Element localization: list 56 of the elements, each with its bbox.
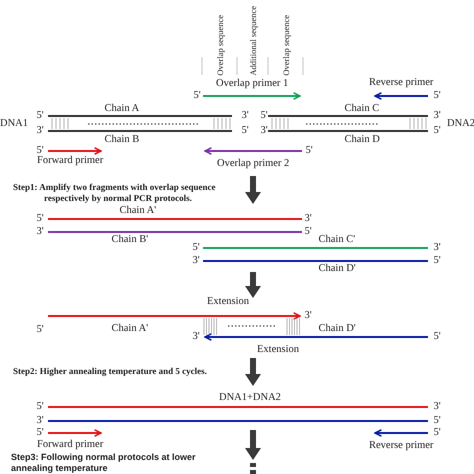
strand-label: 5'	[36, 110, 44, 122]
region-label: Additional sequence	[248, 6, 258, 76]
strand-label: 3'	[304, 213, 312, 225]
strand-label: 3'	[36, 125, 44, 137]
strand-label: 5'	[434, 427, 441, 439]
strand-label: Extension	[207, 296, 249, 308]
strand-label: Chain A	[104, 103, 140, 115]
strand-label: 3'	[434, 110, 441, 122]
strand-label: 5'	[242, 125, 249, 137]
strand-label: 5'	[36, 401, 44, 413]
strand-label: 3'	[434, 401, 441, 413]
strand-label: 5'	[36, 213, 44, 225]
strand-label: Chain B'	[112, 234, 148, 246]
strand-label: 5'	[434, 415, 441, 427]
strand-label: 3'	[36, 415, 44, 427]
step-text: Step3: Following normal protocols at lower annealing temperature	[11, 452, 197, 474]
step-text: Step1: Amplify two fragments with overlap sequence respectively by normal PCR protocols.	[13, 182, 216, 204]
strand-label: 3'	[192, 331, 200, 343]
strand-label: Reverse primer	[369, 440, 434, 452]
strand-label: 5'	[434, 331, 441, 343]
strand-label: 3'	[242, 110, 249, 122]
strand-label: DNA1+DNA2	[219, 392, 281, 404]
strand-label: Overlap primer 1	[216, 78, 288, 90]
strand-label: DNA1	[0, 118, 28, 130]
strand-label: Chain A'	[120, 205, 156, 217]
region-label: Overlap sequence	[215, 15, 225, 76]
strand-label: Chain B	[104, 134, 140, 146]
strand-label: 5'	[36, 427, 44, 439]
strand-label: 3'	[434, 242, 441, 254]
step-text: Step2: Higher annealing temperature and 5 cycles.	[13, 366, 208, 377]
strand-label: Chain D'	[318, 263, 356, 275]
strand-label: Chain C	[344, 103, 380, 115]
strand-label: 3'	[260, 125, 268, 137]
strand-label: 5'	[304, 226, 312, 238]
strand-label: 5'	[260, 110, 268, 122]
strand-label: 5'	[434, 125, 441, 137]
strand-label: 3'	[36, 226, 44, 238]
strand-label: Extension	[257, 344, 299, 356]
strand-label: 3'	[304, 310, 312, 322]
strand-label: 3'	[192, 255, 200, 267]
strand-label: 5'	[434, 255, 441, 267]
strand-label: 5'	[36, 324, 44, 336]
strand-label: 5'	[36, 145, 44, 156]
strand-label: 5'	[192, 242, 200, 254]
strand-label: 5'	[434, 90, 441, 102]
strand-label: Forward primer	[37, 439, 104, 451]
strand-label: Reverse primer	[369, 77, 434, 89]
strand-label: Chain D'	[318, 323, 356, 335]
strand-label: 5'	[194, 90, 201, 102]
strand-label: Chain C'	[318, 234, 356, 246]
strand-label: Chain D	[344, 134, 380, 146]
strand-label: Forward primer	[37, 155, 104, 167]
region-label: Overlap sequence	[281, 15, 291, 76]
strand-label: Overlap primer 2	[217, 158, 290, 170]
strand-label: Chain A'	[112, 323, 148, 335]
strand-label: 5'	[306, 145, 313, 157]
